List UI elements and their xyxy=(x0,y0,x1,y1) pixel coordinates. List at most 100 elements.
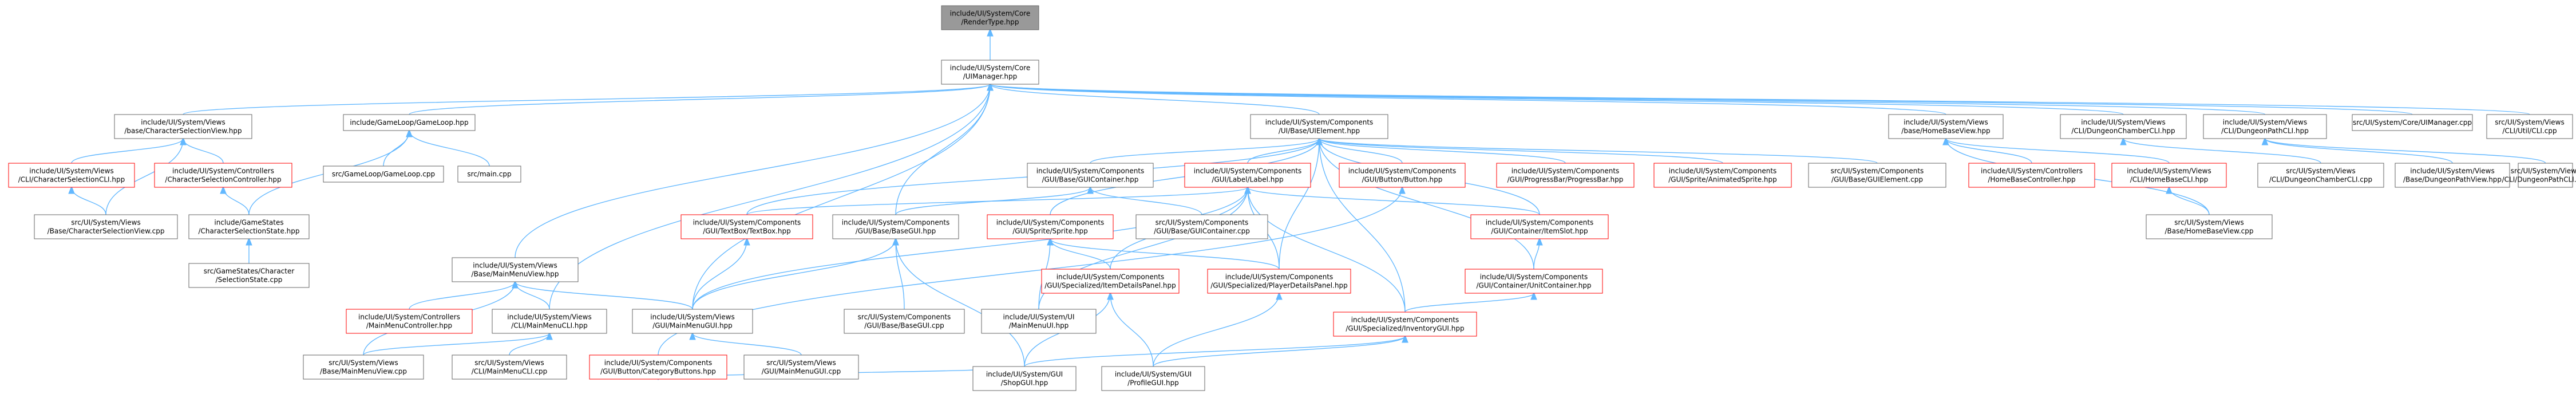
node-gameloop-cpp[interactable]: src/GameLoop/GameLoop.cpp xyxy=(323,166,444,183)
node-cli-dungeonchamber-hpp[interactable]: include/UI/System/Views/CLI/DungeonChamb… xyxy=(2060,114,2187,139)
node-label: /CLI/CharacterSelectionCLI.hpp xyxy=(18,176,125,184)
node-label: include/UI/System/Views xyxy=(1904,119,1988,127)
node-base-homebase-view[interactable]: include/UI/System/Views/base/HomeBaseVie… xyxy=(1888,114,2004,139)
node-rendertype[interactable]: include/UI/System/Core/RenderType.hpp xyxy=(941,5,1039,30)
node-label: src/UI/System/Core/UIManager.cpp xyxy=(2353,119,2472,127)
node-label: src/GameLoop/GameLoop.cpp xyxy=(332,170,435,178)
node-itemdetails-hpp[interactable]: include/UI/System/Components/GUI/Special… xyxy=(1041,269,1180,294)
node-charsel-state-cpp[interactable]: src/GameStates/Character/SelectionState.… xyxy=(188,263,310,288)
edge-dungeonpath_cli_cpp-to-cli_dungeonpath_hpp xyxy=(2265,139,2546,164)
edge-cli_dungeonchamber_hpp-to-uimanager_hpp xyxy=(990,84,2124,115)
node-charsel-controller-hpp[interactable]: include/UI/System/Controllers/CharacterS… xyxy=(154,163,292,188)
node-box xyxy=(1888,114,2004,139)
node-uimanager-hpp[interactable]: include/UI/System/Core/UIManager.hpp xyxy=(941,60,1039,85)
node-box xyxy=(2352,114,2473,131)
node-label: src/UI/System/Views xyxy=(2511,167,2576,175)
node-homebase-controller-hpp[interactable]: include/UI/System/Controllers/HomeBaseCo… xyxy=(1968,163,2095,188)
node-box xyxy=(1496,163,1635,188)
node-uicontainer-cpp[interactable]: src/UI/System/Components/GUI/Base/GUICon… xyxy=(1135,214,1268,239)
node-label: src/UI/System/Views xyxy=(329,359,398,367)
node-label: include/UI/System/Views xyxy=(141,119,225,127)
node-label: include/UI/System/Components xyxy=(1194,167,1302,175)
edge-unitcontainer_hpp-to-uielement_hpp xyxy=(1319,139,1534,270)
edge-shopgui_hpp-to-basegui_hpp xyxy=(896,239,1025,367)
node-mainmenu-controller-hpp[interactable]: include/UI/System/Controllers/MainMenuCo… xyxy=(346,309,473,334)
node-label: /Base/CharacterSelectionView.cpp xyxy=(48,227,165,235)
node-cli-dungeonpath-hpp[interactable]: include/UI/System/Views/CLI/DungeonPathC… xyxy=(2203,114,2327,139)
node-label: /ProfileGUI.hpp xyxy=(1127,379,1179,387)
node-box xyxy=(1027,163,1154,188)
node-categorybuttons-hpp[interactable]: include/UI/System/Components/GUI/Button/… xyxy=(589,354,727,380)
node-charsel-view-cpp[interactable]: src/UI/System/Views/Base/CharacterSelect… xyxy=(34,214,178,239)
node-label: include/UI/System/GUI xyxy=(1115,371,1192,379)
node-label: /GUI/Base/BaseGUI.hpp xyxy=(856,227,936,235)
node-box xyxy=(941,60,1039,85)
node-spritesprite-hpp[interactable]: include/UI/System/Components/GUI/Sprite/… xyxy=(987,214,1114,239)
node-shopgui-hpp[interactable]: include/UI/System/GUI/ShopGUI.hpp xyxy=(972,366,1077,391)
node-animatedsprite-hpp[interactable]: include/UI/System/Components/GUI/Sprite/… xyxy=(1653,163,1792,188)
node-uilabel-hpp[interactable]: include/UI/System/Components/GUI/Label/L… xyxy=(1184,163,1311,188)
node-homebase-view-cpp[interactable]: src/UI/System/Views/Base/HomeBaseView.cp… xyxy=(2146,214,2273,239)
node-button-hpp[interactable]: include/UI/System/Components/GUI/Button/… xyxy=(1339,163,1466,188)
edge-uielement_hpp-to-uimanager_hpp xyxy=(990,84,1320,115)
node-mainmenu-gui-hpp[interactable]: include/UI/System/Views/GUI/MainMenuGUI.… xyxy=(632,309,753,334)
node-box xyxy=(1653,163,1792,188)
node-box xyxy=(452,257,579,282)
node-mainmenu-gui-cpp[interactable]: src/UI/System/Views/GUI/MainMenuGUI.cpp xyxy=(743,354,859,380)
edge-textbox_hpp-to-uilabel_hpp xyxy=(746,187,1248,215)
node-label: /GUI/Sprite/Sprite.hpp xyxy=(1012,227,1088,235)
node-homebase-cli-hpp[interactable]: include/UI/System/Views/CLI/HomeBaseCLI.… xyxy=(2111,163,2227,188)
node-label: src/GameStates/Character xyxy=(204,267,295,275)
node-mainmenu-ui-hpp[interactable]: include/UI/System/UI/MainMenuUI.hpp xyxy=(981,309,1097,334)
node-box xyxy=(1339,163,1466,188)
node-dungeonpath-view[interactable]: include/UI/System/Views/Base/DungeonPath… xyxy=(2395,163,2510,188)
node-gameloop-hpp[interactable]: include/GameLoop/GameLoop.hpp xyxy=(343,114,476,131)
node-charsel-state-hpp[interactable]: include/GameStates/CharacterSelectionSta… xyxy=(188,214,310,239)
node-label: /GUI/Container/ItemSlot.hpp xyxy=(1491,227,1588,235)
node-label: /GUI/Button/CategoryButtons.hpp xyxy=(600,368,716,376)
node-box xyxy=(2203,114,2327,139)
edge-charsel_state_hpp-to-charsel_controller_hpp xyxy=(223,187,250,215)
node-uicontainer-hpp[interactable]: include/UI/System/Components/GUI/Base/GU… xyxy=(1027,163,1154,188)
node-basegui-cpp[interactable]: src/UI/System/Components/GUI/Base/BaseGU… xyxy=(844,309,965,334)
node-box xyxy=(34,214,178,239)
node-box xyxy=(154,163,292,188)
edge-mainmenu_gui_hpp-to-textbox_hpp xyxy=(692,239,747,310)
node-box xyxy=(346,309,473,334)
node-uimanager-cpp[interactable]: src/UI/System/Core/UIManager.cpp xyxy=(2352,114,2473,131)
edge-mainmenu_gui_hpp-to-mainmenu_view_hpp xyxy=(515,282,693,310)
node-dungeonpath-cli-cpp[interactable]: src/UI/System/Views/CLI/DungeonPathCLI.c… xyxy=(2502,163,2576,188)
node-mainmenu-cli-hpp[interactable]: include/UI/System/Views/CLI/MainMenuCLI.… xyxy=(492,309,607,334)
node-charsel-cli-hpp[interactable]: include/UI/System/Views/CLI/CharacterSel… xyxy=(8,163,135,188)
node-mainmenu-view-cpp[interactable]: src/UI/System/Views/Base/MainMenuView.cp… xyxy=(303,354,424,380)
node-box xyxy=(987,214,1114,239)
node-progressbar-hpp[interactable]: include/UI/System/Components/GUI/Progres… xyxy=(1496,163,1635,188)
edge-uielement_cpp-to-uielement_hpp xyxy=(1319,139,1878,164)
node-label: /HomeBaseController.hpp xyxy=(1988,176,2075,184)
node-profilegui-hpp[interactable]: include/UI/System/GUI/ProfileGUI.hpp xyxy=(1101,366,1205,391)
node-itemslot-hpp[interactable]: include/UI/System/Components/GUI/Contain… xyxy=(1470,214,1609,239)
node-main-cpp[interactable]: src/main.cpp xyxy=(457,166,521,183)
node-uielement-cpp[interactable]: src/UI/System/Components/GUI/Base/GUIEle… xyxy=(1808,163,1946,188)
node-mainmenu-cli-cpp[interactable]: src/UI/System/Views/CLI/MainMenuCLI.cpp xyxy=(452,354,567,380)
node-label: /GUI/MainMenuGUI.cpp xyxy=(762,368,841,376)
node-label: include/UI/System/Views xyxy=(507,313,591,321)
node-base-charsel-view[interactable]: include/UI/System/Views/base/CharacterSe… xyxy=(114,114,252,139)
node-basegui-hpp[interactable]: include/UI/System/Components/GUI/Base/Ba… xyxy=(832,214,959,239)
edge-inventorygui_hpp-to-uielement_hpp xyxy=(1319,139,1406,313)
node-label: /UIManager.hpp xyxy=(963,73,1018,81)
node-label: /GUI/MainMenuGUI.hpp xyxy=(652,322,733,330)
node-mainmenu-view-hpp[interactable]: include/UI/System/Views/Base/MainMenuVie… xyxy=(452,257,579,282)
edge-mainmenu_gui_hpp-to-uilabel_hpp xyxy=(692,187,1248,310)
node-unitcontainer-hpp[interactable]: include/UI/System/Components/GUI/Contain… xyxy=(1465,269,1603,294)
node-inventorygui-hpp[interactable]: include/UI/System/Components/GUI/Special… xyxy=(1333,312,1477,337)
node-dungeonchamber-cli-cpp[interactable]: src/UI/System/Views/CLI/DungeonChamberCL… xyxy=(2257,163,2384,188)
node-uielement-hpp[interactable]: include/UI/System/Components/UI/Base/UIE… xyxy=(1250,114,1388,139)
node-label: include/UI/System/Components xyxy=(1669,167,1777,175)
node-box xyxy=(2395,163,2510,188)
node-cli-util-cpp[interactable]: src/UI/System/Views/CLI/Util/CLI.cpp xyxy=(2486,114,2573,139)
node-box xyxy=(457,166,521,183)
node-label: /GUI/Base/BaseGUI.cpp xyxy=(864,322,944,330)
node-playerdetails-hpp[interactable]: include/UI/System/Components/GUI/Special… xyxy=(1207,269,1351,294)
node-textbox-hpp[interactable]: include/UI/System/Components/GUI/TextBox… xyxy=(680,214,813,239)
